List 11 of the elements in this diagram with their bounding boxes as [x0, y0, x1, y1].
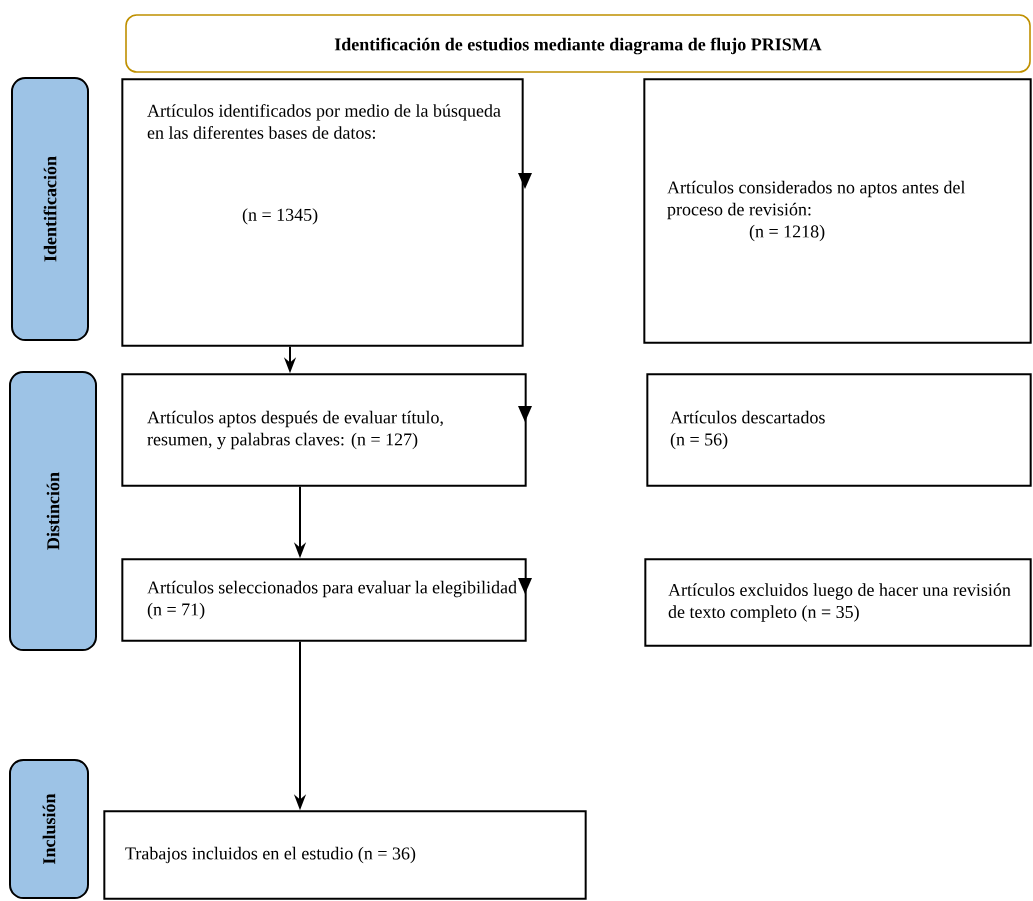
process-box: Artículos aptos después de evaluar título, resumen, y palabras claves: (n = 127): [121, 373, 527, 487]
process-box: Trabajos incluidos en el estudio (n = 36): [103, 810, 587, 900]
stage-tab: Inclusión: [9, 759, 89, 899]
process-box: Artículos considerados no aptos antes del proceso de revisión: (n = 1218): [643, 78, 1032, 344]
process-box: Artículos descartados (n = 56): [646, 373, 1032, 487]
process-box: Artículos seleccionados para evaluar la elegibilidad (n = 71): [121, 558, 527, 642]
stage-tab: Identificación: [11, 77, 89, 341]
process-box: Artículos excluidos luego de hacer una revisión de texto completo (n = 35): [644, 558, 1032, 647]
stage-tab: Distinción: [9, 371, 97, 651]
title: Identificación de estudios mediante diagrama de flujo PRISMA: [334, 37, 822, 55]
process-box: Artículos identificados por medio de la búsqueda en las diferentes bases de datos: (n = 1345): [121, 78, 524, 347]
